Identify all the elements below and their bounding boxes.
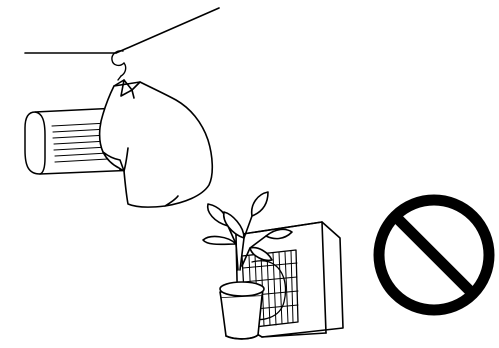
prohibition-sign bbox=[379, 200, 489, 310]
hanger bbox=[112, 51, 126, 80]
clothesline bbox=[25, 8, 219, 53]
hanging-shirt bbox=[100, 80, 213, 207]
